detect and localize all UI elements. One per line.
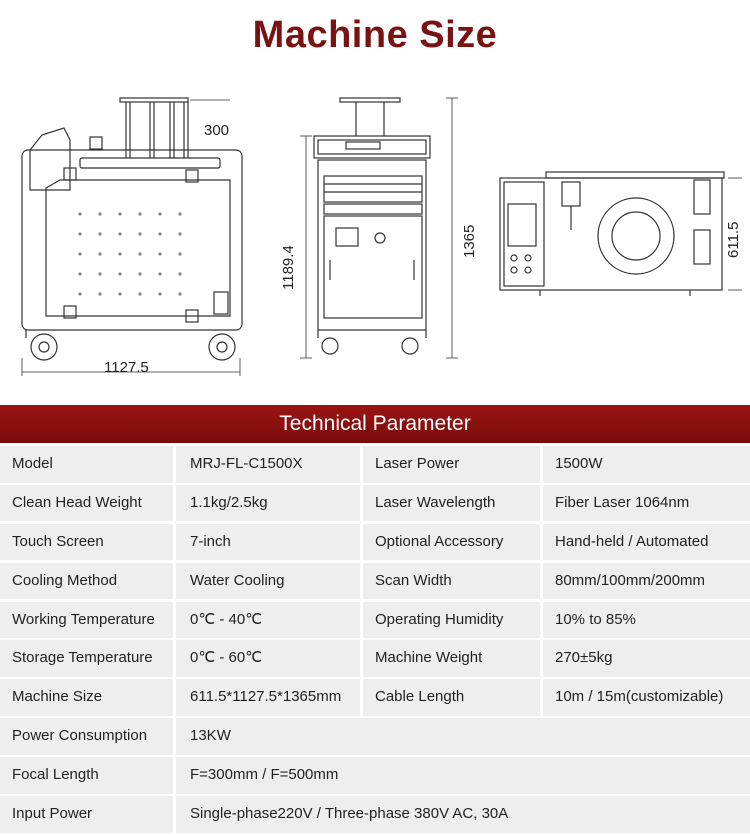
param-value: MRJ-FL-C1500X [176,446,360,483]
param-label: Optional Accessory [363,523,540,561]
table-row: Power Consumption 13KW [0,718,750,755]
param-value: 13KW [176,718,750,755]
param-value: 7-inch [176,523,360,561]
param-value: Water Cooling [176,562,360,600]
technical-parameter-banner: Technical Parameter [0,405,750,443]
param-label: Cooling Method [0,562,173,600]
param-value: Hand-held / Automated [543,523,750,561]
front-height-inner-label: 1189.4 [280,245,297,290]
param-label: Laser Power [363,446,540,483]
table-row: Machine Size 611.5*1127.5*1365mm Cable L… [0,679,750,716]
parameter-table: Model MRJ-FL-C1500X Laser Power 1500W Cl… [0,446,750,835]
param-value: 270±5kg [543,640,750,677]
param-label: Operating Humidity [363,601,540,639]
table-row: Clean Head Weight 1.1kg/2.5kg Laser Wave… [0,484,750,522]
machine-drawings: 300 1127.5 1189.4 1365 611.5 [21,97,742,376]
top-view-drawing [499,171,742,296]
table-row: Model MRJ-FL-C1500X Laser Power 1500W [0,446,750,483]
param-label: Working Temperature [0,601,173,639]
table-row: Storage Temperature 0℃ - 60℃ Machine Wei… [0,640,750,677]
param-value: 0℃ - 40℃ [176,601,360,639]
param-label: Model [0,446,173,483]
top-depth-label: 611.5 [725,222,742,258]
param-value: F=300mm / F=500mm [176,757,750,794]
param-value: Single-phase220V / Three-phase 380V AC, … [176,796,750,833]
param-label: Machine Size [0,679,173,716]
param-label: Storage Temperature [0,640,173,677]
param-value: 1500W [543,446,750,483]
side-height-extension-label: 300 [204,122,229,139]
side-view-drawing [21,97,243,338]
param-label: Laser Wavelength [363,484,540,522]
table-row: Cooling Method Water Cooling Scan Width … [0,562,750,600]
param-label: Power Consumption [0,718,173,755]
param-value: 80mm/100mm/200mm [543,562,750,600]
param-value: 10% to 85% [543,601,750,639]
param-label: Input Power [0,796,173,833]
param-label: Machine Weight [363,640,540,677]
param-value: Fiber Laser 1064nm [543,484,750,522]
side-width-label: 1127.5 [104,359,149,376]
page-title: Machine Size [252,14,498,56]
param-label: Focal Length [0,757,173,794]
table-row: Touch Screen 7-inch Optional Accessory H… [0,523,750,561]
param-value: 0℃ - 60℃ [176,640,360,677]
table-row: Input Power Single-phase220V / Three-pha… [0,796,750,833]
table-row: Working Temperature 0℃ - 40℃ Operating H… [0,601,750,639]
param-label: Cable Length [363,679,540,716]
table-row: Focal Length F=300mm / F=500mm [0,757,750,794]
front-view-drawing [300,97,458,359]
param-label: Clean Head Weight [0,484,173,522]
side-vent-grid [78,212,182,296]
param-value: 611.5*1127.5*1365mm [176,679,360,716]
front-height-total-label: 1365 [461,225,478,258]
param-value: 1.1kg/2.5kg [176,484,360,522]
param-label: Scan Width [363,562,540,600]
param-label: Touch Screen [0,523,173,561]
param-value: 10m / 15m(customizable) [543,679,750,716]
